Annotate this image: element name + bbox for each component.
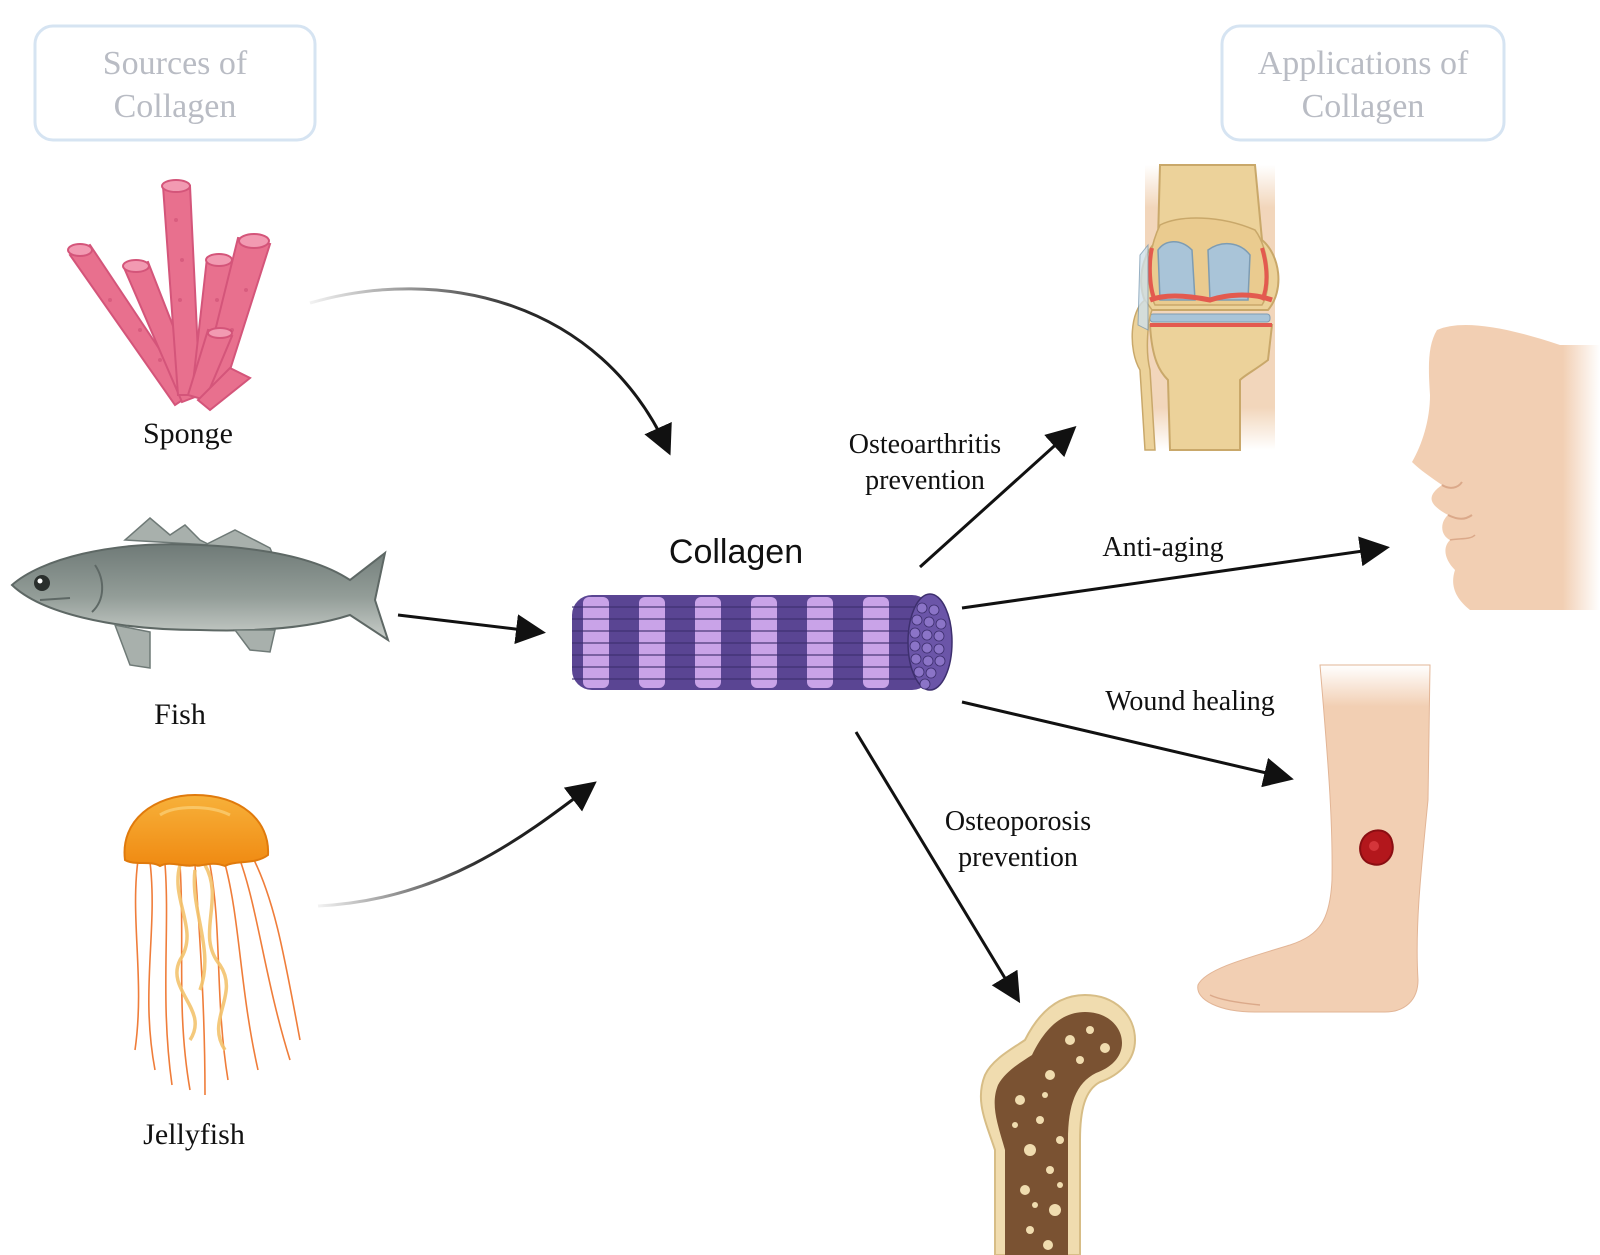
applications-header: Applications of Collagen xyxy=(1220,24,1506,142)
sources-header-line2: Collagen xyxy=(114,88,237,125)
leg-illustration xyxy=(1197,664,1431,1013)
anti-aging-label: Anti-aging xyxy=(1102,532,1223,563)
collagen-title: Collagen xyxy=(669,533,803,571)
collagen-fiber-illustration xyxy=(572,593,953,691)
collagen-to-wound-healing-arrow xyxy=(961,700,1294,788)
applications-header-line2: Collagen xyxy=(1302,88,1425,125)
fish-label: Fish xyxy=(154,698,206,731)
osteoarthritis-label-line1: Osteoarthritis xyxy=(849,429,1001,460)
sources-header-line1: Sources of xyxy=(103,45,248,82)
jellyfish-to-collagen-arrow xyxy=(317,781,597,908)
osteoarthritis-label-line2: prevention xyxy=(865,465,985,496)
sponge-label: Sponge xyxy=(143,417,233,450)
applications-header-line1: Applications of xyxy=(1258,45,1469,82)
jellyfish-illustration xyxy=(123,793,301,1096)
sponge-illustration xyxy=(67,179,272,412)
sponge-to-collagen-arrow xyxy=(309,287,672,456)
osteoporosis-label-line2: prevention xyxy=(958,842,1078,873)
sources-header: Sources of Collagen xyxy=(33,24,317,142)
femur-bone-illustration xyxy=(979,993,1137,1255)
face-illustration xyxy=(1412,325,1600,610)
fish-to-collagen-arrow xyxy=(397,613,546,645)
knee-joint-illustration xyxy=(1131,164,1280,451)
collagen-to-osteoporosis-arrow xyxy=(854,731,1021,1004)
wound-healing-label: Wound healing xyxy=(1105,686,1275,717)
collagen-to-anti-aging-arrow xyxy=(961,536,1390,610)
fish-illustration xyxy=(10,517,390,669)
jellyfish-label: Jellyfish xyxy=(143,1118,245,1151)
collagen-to-osteoarthritis-arrow xyxy=(918,425,1077,569)
osteoporosis-label-line1: Osteoporosis xyxy=(945,806,1091,837)
